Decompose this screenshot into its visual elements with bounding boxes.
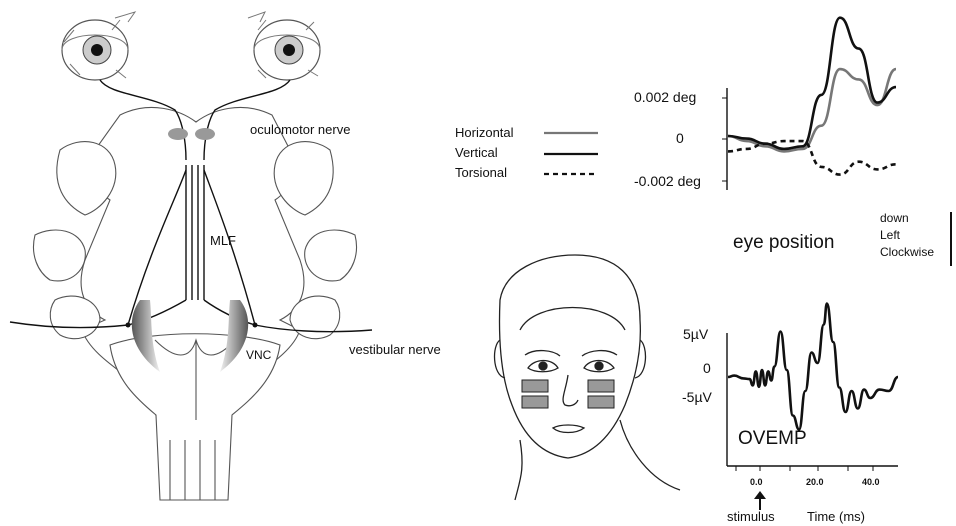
ovemp-x-tick-0: 0.0 [750,477,763,487]
legend-horizontal-label: Horizontal [455,125,514,140]
torsional-series-line [728,141,896,175]
stimulus-arrow-icon [754,491,766,510]
brainstem-illustration [33,107,356,500]
ovemp-tick-zero: 0 [703,360,711,376]
left-eye-icon [62,12,135,80]
direction-clockwise-label: Clockwise [880,245,934,259]
ovemp-x-tick-20: 20.0 [806,477,824,487]
ovemp-series-line [728,304,898,430]
vnc-label: VNC [246,348,271,362]
oculomotor-nucleus-right [195,128,215,140]
eye-position-tick-bottom: -0.002 deg [634,173,701,189]
vestibular-nerve-label: vestibular nerve [349,342,441,357]
direction-down-label: down [880,211,909,225]
eye-position-title: eye position [733,232,834,254]
ovemp-x-axis-label: Time (ms) [807,509,865,524]
eye-position-chart [722,18,896,190]
oculomotor-nerve-label: oculomotor nerve [250,122,350,137]
ovemp-x-tick-40: 40.0 [862,477,880,487]
ovemp-tick-bottom: -5µV [682,389,712,405]
direction-left-label: Left [880,228,900,242]
eye-position-tick-zero: 0 [676,130,684,146]
stimulus-label: stimulus [727,509,775,524]
ovemp-tick-top: 5µV [683,326,708,342]
legend-vertical-label: Vertical [455,145,498,160]
vertical-series-line [728,18,896,149]
legend-torsional-label: Torsional [455,165,507,180]
legend [544,133,598,174]
oculomotor-nucleus-left [168,128,188,140]
ovemp-title: OVEMP [738,428,807,450]
face-illustration [495,255,680,500]
mlf-label: MLF [210,233,236,248]
eye-position-tick-top: 0.002 deg [634,89,696,105]
right-eye-icon [248,12,320,80]
